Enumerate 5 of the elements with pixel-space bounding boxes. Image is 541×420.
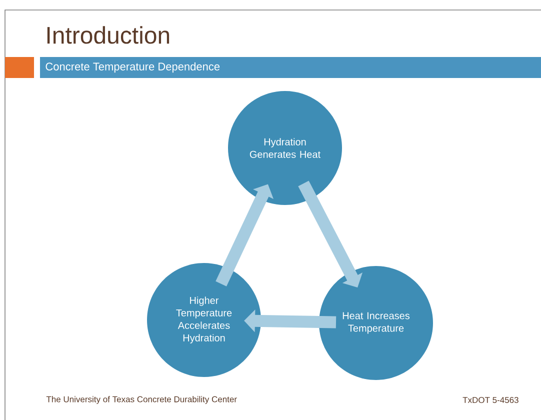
footer-text: TxDOT 5-4563 [462, 397, 518, 403]
block-arrow [298, 180, 363, 288]
footer-text: The University of Texas Concrete Durability Center [46, 396, 237, 404]
slide-title: Introduction [47, 26, 170, 44]
subtitle-band: Concrete Temperature Dependence [40, 57, 541, 78]
